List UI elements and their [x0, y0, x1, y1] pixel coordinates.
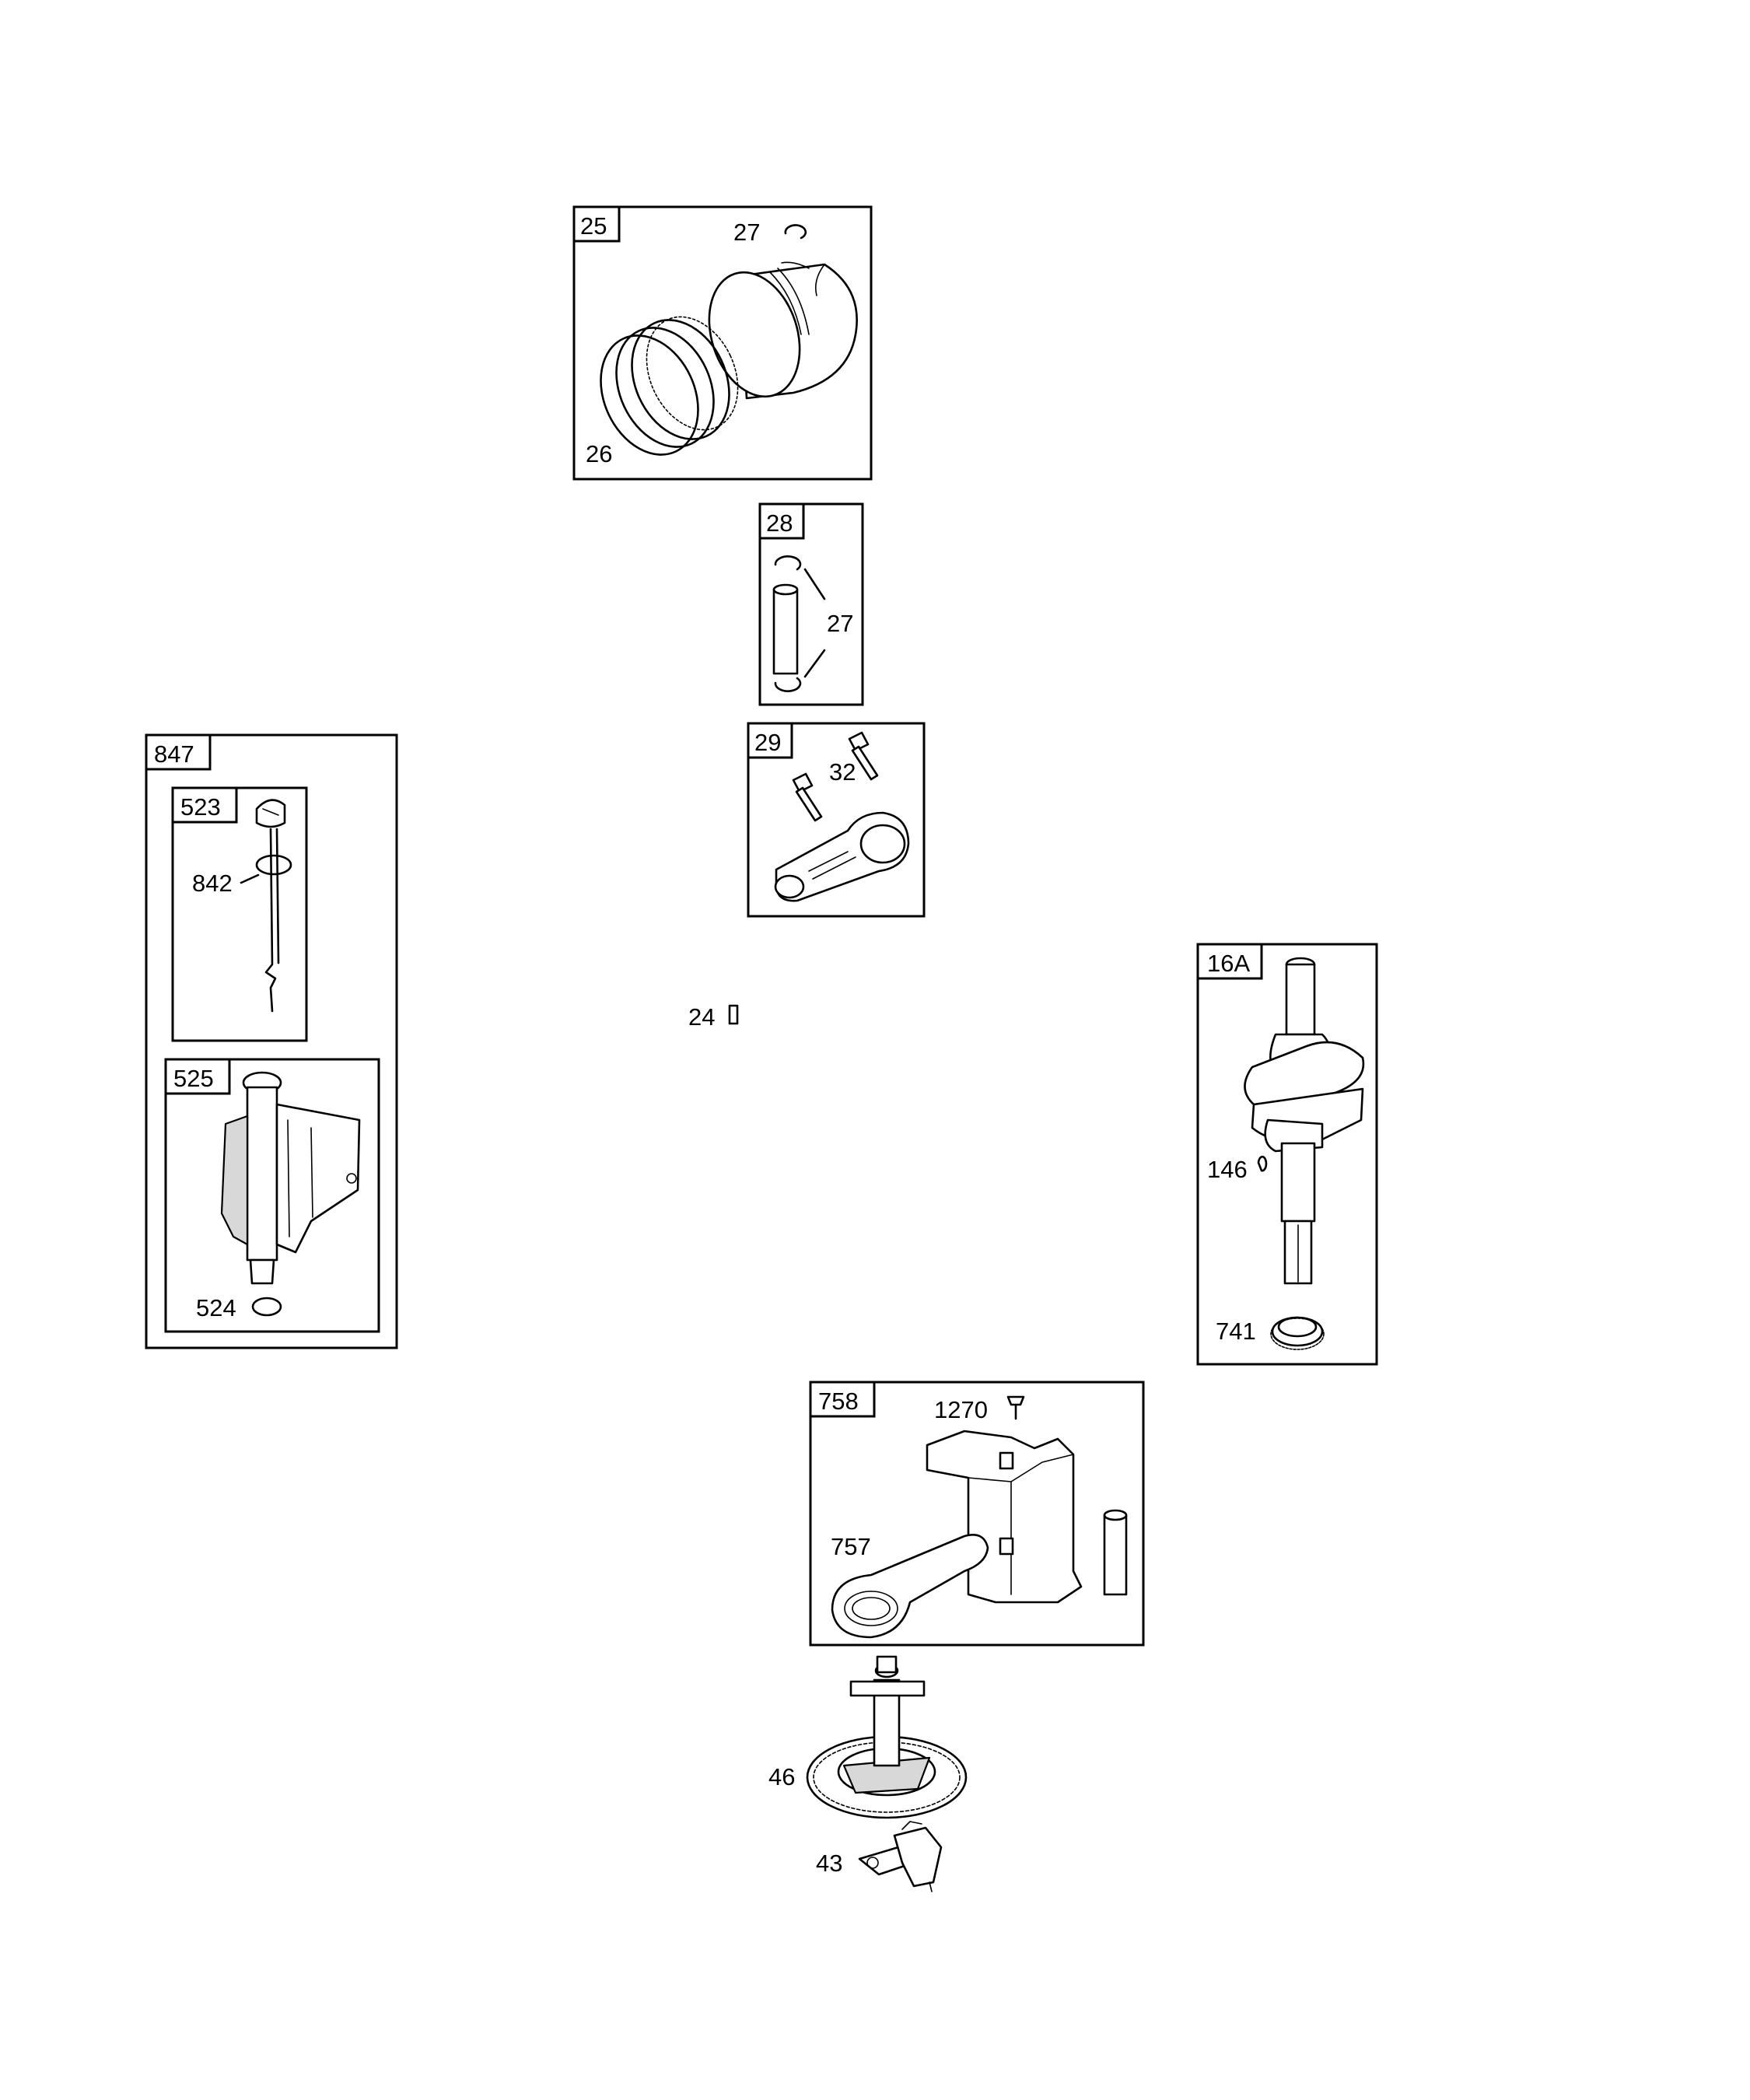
callout-524-o-ring: 524 — [196, 1294, 236, 1321]
sleeve-icon — [1103, 1509, 1128, 1596]
group-16a-crankshaft: 16A 146 741 — [1196, 943, 1378, 1366]
group-label-758: 758 — [818, 1388, 859, 1415]
group-label-16a: 16A — [1207, 950, 1250, 977]
dipstick-icon — [255, 799, 292, 1013]
callout-146-key: 146 — [1207, 1156, 1248, 1183]
piston-rings-icon — [600, 316, 739, 456]
clip-bottom-icon — [774, 677, 802, 692]
group-758-sump-assembly: 758 1270 757 — [809, 1381, 1145, 1647]
rod-bolt-icon — [792, 731, 879, 822]
callout-46-camshaft: 46 — [768, 1763, 795, 1790]
group-25-piston-assembly: 25 27 26 — [572, 205, 873, 481]
group-label-25: 25 — [580, 212, 607, 240]
group-label-525: 525 — [173, 1065, 214, 1092]
screw-1270-icon — [1006, 1395, 1025, 1420]
group-847-dipstick-tube: 847 523 842 525 524 — [145, 733, 398, 1349]
callout-24-dowel: 24 — [688, 1003, 715, 1031]
group-28-piston-pin: 28 27 — [758, 502, 864, 706]
clip-27-icon — [784, 224, 807, 240]
group-label-28: 28 — [766, 509, 793, 537]
connecting-rod-icon — [774, 811, 910, 902]
group-label-847: 847 — [154, 740, 194, 768]
o-ring-524-icon — [251, 1297, 282, 1317]
group-label-29: 29 — [754, 729, 781, 756]
piston-pin-icon — [772, 583, 799, 675]
crankshaft-icon — [1244, 957, 1365, 1285]
callout-27-pin-clip: 27 — [827, 610, 853, 637]
part-43-release-mechanism: 43 — [816, 1821, 943, 1892]
dipstick-tube-icon — [220, 1071, 361, 1285]
callout-26-piston-rings: 26 — [586, 440, 612, 467]
clip-top-icon — [774, 555, 802, 571]
group-label-523: 523 — [180, 793, 221, 821]
callout-842-o-ring: 842 — [192, 870, 233, 897]
callout-43-mechanism: 43 — [816, 1850, 842, 1877]
callout-741-gear: 741 — [1216, 1318, 1256, 1345]
key-146-icon — [1257, 1155, 1268, 1172]
callout-757-gasket: 757 — [831, 1533, 871, 1560]
part-24-dowel: 24 — [688, 1003, 739, 1031]
callout-1270-screw: 1270 — [934, 1396, 988, 1423]
crank-gear-741-icon — [1270, 1316, 1325, 1350]
release-mechanism-icon — [858, 1821, 943, 1892]
group-29-connecting-rod: 29 32 — [747, 722, 926, 918]
piston-icon — [708, 261, 858, 400]
sump-bracket-icon — [926, 1430, 1083, 1604]
part-46-camshaft: 46 — [768, 1655, 968, 1819]
gasket-757-icon — [831, 1534, 989, 1639]
callout-32-rod-bolts: 32 — [829, 758, 856, 786]
callout-27-piston-clip: 27 — [733, 219, 760, 246]
camshaft-icon — [806, 1655, 968, 1819]
